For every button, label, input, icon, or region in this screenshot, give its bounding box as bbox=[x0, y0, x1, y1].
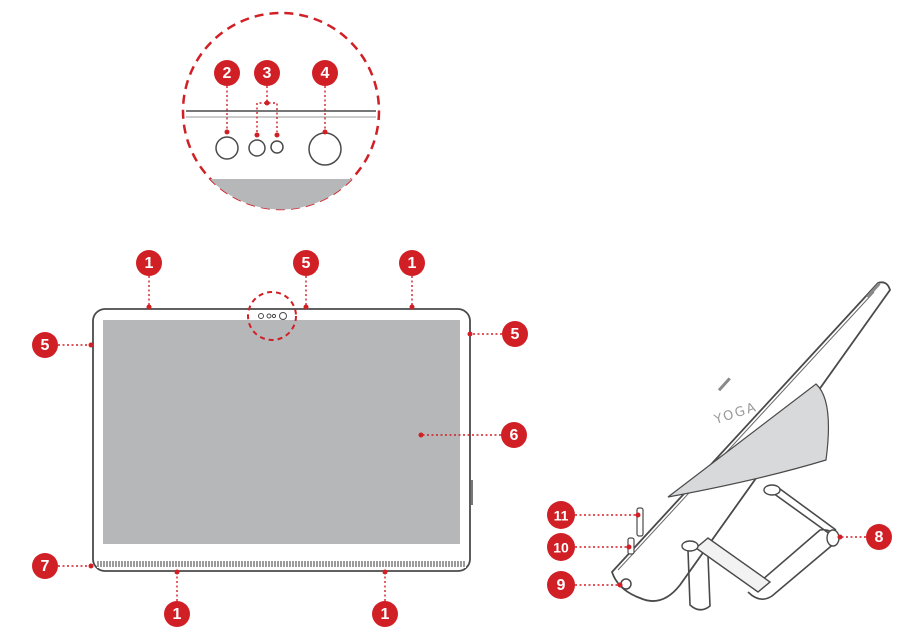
front-sensor-dot-1 bbox=[258, 313, 264, 319]
callout-number: 1 bbox=[173, 606, 182, 623]
callout-badge bbox=[372, 601, 398, 627]
callout-badge bbox=[254, 60, 280, 86]
camera-light-icon bbox=[248, 139, 266, 157]
leader-bracket bbox=[256, 102, 278, 132]
speaker-grille bbox=[97, 561, 465, 567]
callout-number: 5 bbox=[511, 326, 520, 343]
leader-lines bbox=[58, 86, 866, 601]
callout-number: 1 bbox=[145, 255, 154, 272]
leader-endpoint-dot bbox=[837, 534, 843, 540]
callout-8: 8 bbox=[866, 524, 892, 550]
front-camera-icon bbox=[308, 132, 342, 166]
leader-endpoint-dot bbox=[382, 569, 388, 575]
leader-endpoint-dot bbox=[467, 331, 473, 337]
callout-badge bbox=[502, 321, 528, 347]
back-edge-line bbox=[617, 291, 875, 571]
callout-number: 8 bbox=[875, 529, 884, 546]
leader-endpoint-dot bbox=[274, 132, 280, 138]
callout-number: 1 bbox=[408, 255, 417, 272]
leader-endpoint-dot bbox=[254, 132, 260, 138]
callout-badge bbox=[547, 571, 575, 599]
tablet-front-view bbox=[92, 291, 473, 572]
back-vent-right bbox=[866, 282, 881, 299]
leader-endpoint-dot bbox=[88, 342, 94, 348]
leader-endpoint-dot bbox=[617, 582, 623, 588]
leader-endpoint-dot bbox=[224, 129, 230, 135]
leader-endpoint-dot bbox=[174, 569, 180, 575]
callout-4: 4 bbox=[312, 60, 338, 86]
callout-1: 1 bbox=[164, 601, 190, 627]
leader-endpoint-dot bbox=[88, 563, 94, 569]
kickstand-panel bbox=[667, 383, 830, 498]
callout-number: 5 bbox=[302, 255, 311, 272]
tablet-display bbox=[103, 320, 460, 544]
leader-endpoint-dot bbox=[418, 432, 424, 438]
ambient-light-sensor-icon bbox=[215, 136, 239, 160]
callout-number: 1 bbox=[381, 606, 390, 623]
callout-1: 1 bbox=[372, 601, 398, 627]
callout-5: 5 bbox=[293, 250, 319, 276]
camera-detail-inset bbox=[181, 11, 381, 211]
callout-number: 9 bbox=[557, 577, 566, 594]
leader-endpoint-dot bbox=[626, 544, 632, 550]
callout-badge bbox=[32, 553, 58, 579]
leader-endpoint-dot bbox=[635, 512, 641, 518]
callout-number: 10 bbox=[553, 540, 569, 556]
callout-number: 2 bbox=[223, 65, 232, 82]
callout-number: 3 bbox=[263, 65, 272, 82]
callout-2: 2 bbox=[214, 60, 240, 86]
callout-badge bbox=[501, 422, 527, 448]
callout-badge bbox=[32, 332, 58, 358]
callout-6: 6 bbox=[501, 422, 527, 448]
callout-badge bbox=[164, 601, 190, 627]
camera-area-highlight bbox=[247, 291, 297, 341]
callout-3: 3 bbox=[254, 60, 280, 86]
callout-badge bbox=[214, 60, 240, 86]
callout-10: 10 bbox=[547, 533, 575, 561]
callout-badge bbox=[547, 501, 575, 529]
callout-7: 7 bbox=[32, 553, 58, 579]
callout-number: 7 bbox=[41, 558, 50, 575]
callout-badge bbox=[136, 250, 162, 276]
callout-badge bbox=[293, 250, 319, 276]
callout-badge bbox=[312, 60, 338, 86]
callout-5: 5 bbox=[32, 332, 58, 358]
callout-number: 4 bbox=[321, 65, 330, 82]
leader-endpoint-dot bbox=[264, 100, 270, 106]
front-sensor-dot-3 bbox=[271, 313, 277, 319]
callout-badge bbox=[866, 524, 892, 550]
privacy-sensor-icon bbox=[270, 140, 284, 154]
tablet-back-view: YOGA bbox=[611, 281, 891, 611]
callout-1: 1 bbox=[136, 250, 162, 276]
callout-number: 5 bbox=[41, 337, 50, 354]
kickstand-foot bbox=[826, 529, 840, 547]
callout-number: 6 bbox=[510, 427, 519, 444]
callout-number: 11 bbox=[554, 508, 569, 524]
kickstand-hinge-left bbox=[681, 540, 699, 552]
callout-badge bbox=[547, 533, 575, 561]
kickstand-crossbar bbox=[694, 537, 772, 593]
callout-11: 11 bbox=[547, 501, 575, 529]
leader-endpoint-dot bbox=[409, 304, 415, 310]
charging-port-icon bbox=[620, 578, 632, 590]
back-vent-top bbox=[717, 377, 731, 392]
leader-endpoint-dot bbox=[146, 304, 152, 310]
power-button bbox=[636, 507, 644, 537]
kickstand-hinge-right bbox=[763, 484, 781, 496]
callout-9: 9 bbox=[547, 571, 575, 599]
front-sensor-dot-2 bbox=[266, 313, 272, 319]
front-camera-dot bbox=[279, 312, 287, 320]
detail-screen-area bbox=[210, 179, 352, 210]
callout-5: 5 bbox=[502, 321, 528, 347]
callout-1: 1 bbox=[399, 250, 425, 276]
callout-badge bbox=[399, 250, 425, 276]
leader-endpoint-dot bbox=[322, 129, 328, 135]
leader-endpoint-dot bbox=[303, 304, 309, 310]
